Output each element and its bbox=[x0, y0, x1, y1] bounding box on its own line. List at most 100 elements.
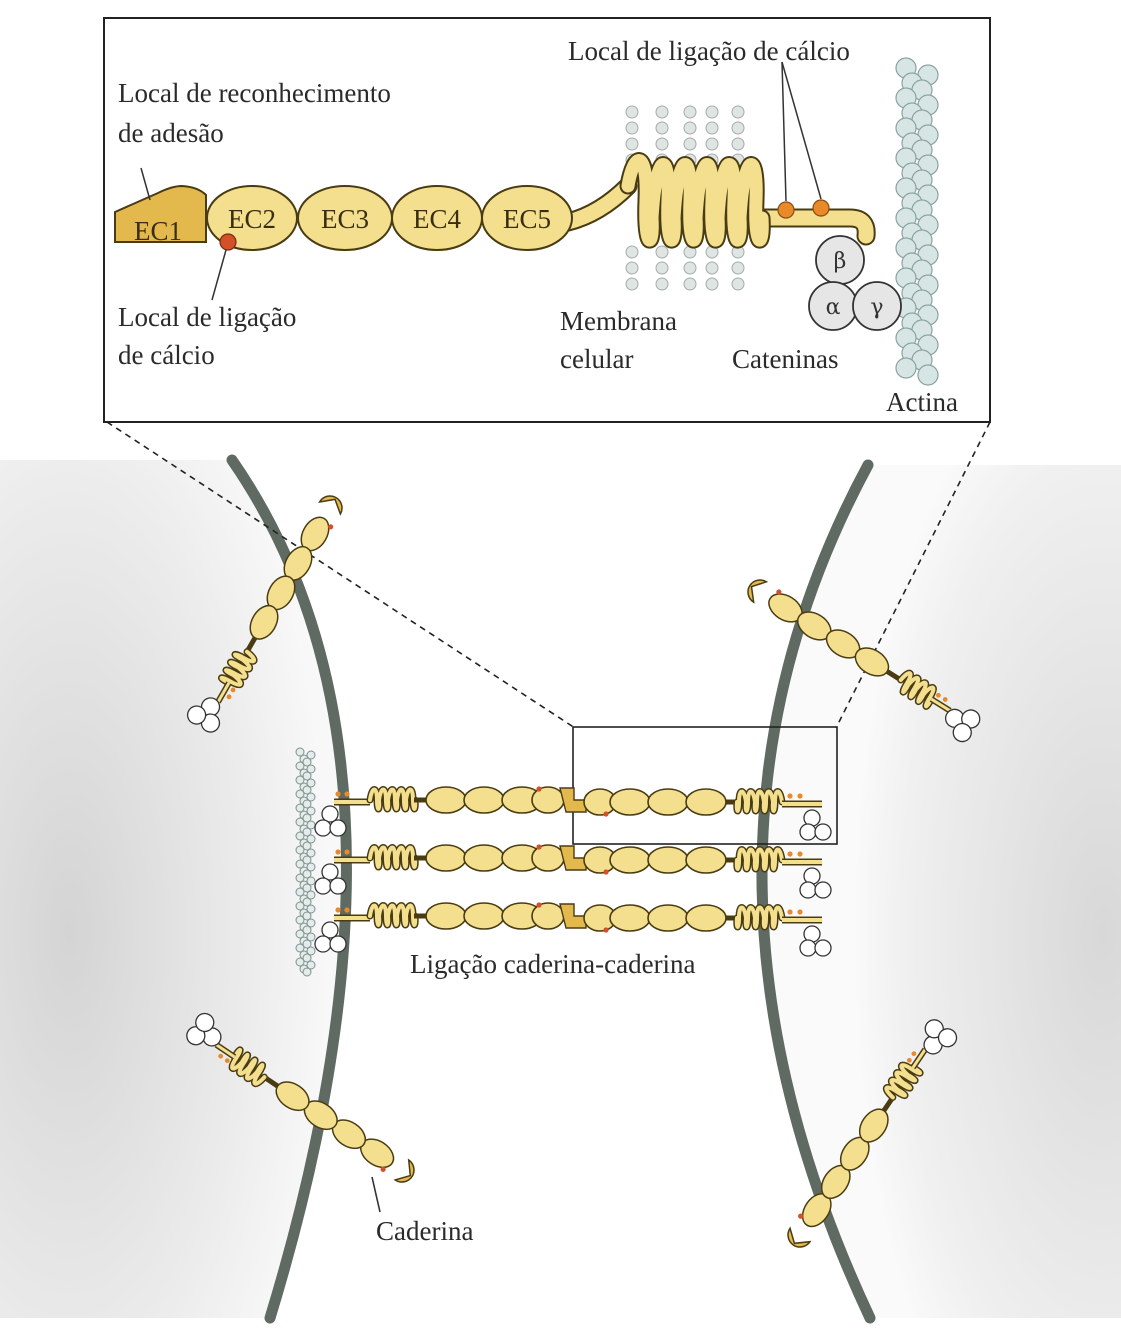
calcium-dot bbox=[218, 1053, 224, 1059]
actin-bead bbox=[302, 827, 312, 837]
calcium-dot bbox=[797, 909, 803, 915]
lipid-head bbox=[683, 121, 697, 135]
ec-domain bbox=[685, 788, 727, 816]
calcium-left-label-2: de cálcio bbox=[118, 340, 215, 370]
actin-bead bbox=[302, 813, 312, 823]
calcium-dot bbox=[776, 589, 782, 595]
right-cell-body bbox=[761, 465, 1121, 1318]
ec1 bbox=[787, 1226, 812, 1248]
actin-bead bbox=[295, 761, 305, 771]
left-cell-body bbox=[0, 460, 347, 1318]
catenin bbox=[321, 921, 339, 939]
actin-bead bbox=[302, 953, 312, 963]
actin-bead bbox=[295, 789, 305, 799]
calcium-dot bbox=[226, 694, 232, 700]
calcium-dot bbox=[536, 844, 542, 850]
catenin bbox=[937, 1028, 958, 1048]
lipid-head bbox=[625, 245, 639, 259]
calcium-dot bbox=[344, 791, 350, 797]
calcium-dot bbox=[344, 907, 350, 913]
cadherin-pairs bbox=[314, 786, 832, 957]
calcium-dot bbox=[798, 1213, 804, 1219]
calcium-dot bbox=[536, 902, 542, 908]
ec1-interlock bbox=[559, 787, 587, 813]
cadherin-pair bbox=[314, 786, 832, 841]
lipid-head bbox=[655, 121, 669, 135]
free-cadherin bbox=[186, 1012, 415, 1183]
ec-domain bbox=[425, 902, 467, 930]
lipid-head bbox=[655, 137, 669, 151]
calcium-dot bbox=[344, 849, 350, 855]
ec-domain bbox=[685, 846, 727, 874]
calcium-dot-1 bbox=[777, 201, 795, 219]
actin-bead bbox=[306, 750, 316, 760]
ec-domain bbox=[647, 788, 689, 816]
actin-bead bbox=[295, 929, 305, 939]
lipid-head bbox=[705, 261, 719, 275]
actin-bead bbox=[295, 747, 305, 757]
catenin bbox=[814, 939, 832, 957]
actin-bead bbox=[302, 799, 312, 809]
calcium-dot bbox=[787, 793, 793, 799]
ec-domain bbox=[463, 844, 505, 872]
calcium-left-label-1: Local de ligação bbox=[118, 302, 296, 332]
ec-domain bbox=[647, 904, 689, 932]
ec-domain bbox=[425, 844, 467, 872]
cadherin-pair bbox=[314, 902, 832, 957]
calcium-dot bbox=[380, 1166, 386, 1172]
zoom-box bbox=[572, 726, 838, 845]
calcium-pointer-1 bbox=[781, 61, 787, 202]
actin-bead bbox=[295, 873, 305, 883]
tail bbox=[930, 697, 951, 712]
actin-bead bbox=[302, 869, 312, 879]
calcium-dot bbox=[603, 869, 609, 875]
actin-bead bbox=[306, 960, 316, 970]
actin-bead bbox=[302, 757, 312, 767]
svg-text:β: β bbox=[834, 249, 847, 274]
domain-ec3: EC3 bbox=[297, 185, 393, 251]
actin-bead bbox=[295, 901, 305, 911]
ec-domain bbox=[858, 1108, 889, 1143]
cadherin-label: Caderina bbox=[376, 1216, 473, 1246]
actin-bead bbox=[302, 925, 312, 935]
lipid-head bbox=[655, 277, 669, 291]
catenin bbox=[814, 823, 832, 841]
calcium-dot bbox=[906, 1057, 912, 1063]
gamma-catenin bbox=[852, 281, 902, 331]
svg-text:EC3: EC3 bbox=[321, 204, 369, 234]
svg-text:γ: γ bbox=[870, 295, 883, 320]
actin-bead bbox=[295, 943, 305, 953]
membrane-bilayer bbox=[625, 105, 745, 291]
catenin bbox=[321, 805, 339, 823]
actin-bead bbox=[295, 845, 305, 855]
catenin bbox=[952, 722, 972, 743]
actin-bead bbox=[306, 792, 316, 802]
mini-helix-fill bbox=[230, 1047, 267, 1086]
catenin bbox=[329, 935, 347, 953]
mini-helix-fill bbox=[368, 845, 418, 869]
calcium-dot bbox=[603, 811, 609, 817]
detail-inset: EC1 EC2 EC3 EC4 EC5 β α γ bbox=[103, 17, 991, 423]
calcium-dot bbox=[911, 1051, 917, 1057]
membrane-label-2: celular bbox=[560, 344, 633, 374]
actin-bead bbox=[302, 855, 312, 865]
ec-domain bbox=[609, 788, 651, 816]
lipid-head bbox=[705, 277, 719, 291]
ec-domain bbox=[463, 786, 505, 814]
mini-helix-fill bbox=[734, 847, 784, 871]
actin-bead bbox=[306, 932, 316, 942]
actin-bead bbox=[306, 946, 316, 956]
catenin bbox=[814, 881, 832, 899]
left-actin-fiber bbox=[295, 747, 316, 977]
ec1 bbox=[393, 1158, 415, 1183]
calcium-dot bbox=[230, 687, 236, 693]
ec-domain bbox=[463, 902, 505, 930]
lipid-head bbox=[655, 261, 669, 275]
actin-bead bbox=[295, 831, 305, 841]
calcium-dot bbox=[603, 927, 609, 933]
ec-domain bbox=[425, 786, 467, 814]
lipid-head bbox=[731, 105, 745, 119]
zoom-line-right bbox=[835, 421, 991, 729]
catenin bbox=[799, 939, 817, 957]
catenin-complex: β α γ bbox=[808, 235, 902, 331]
